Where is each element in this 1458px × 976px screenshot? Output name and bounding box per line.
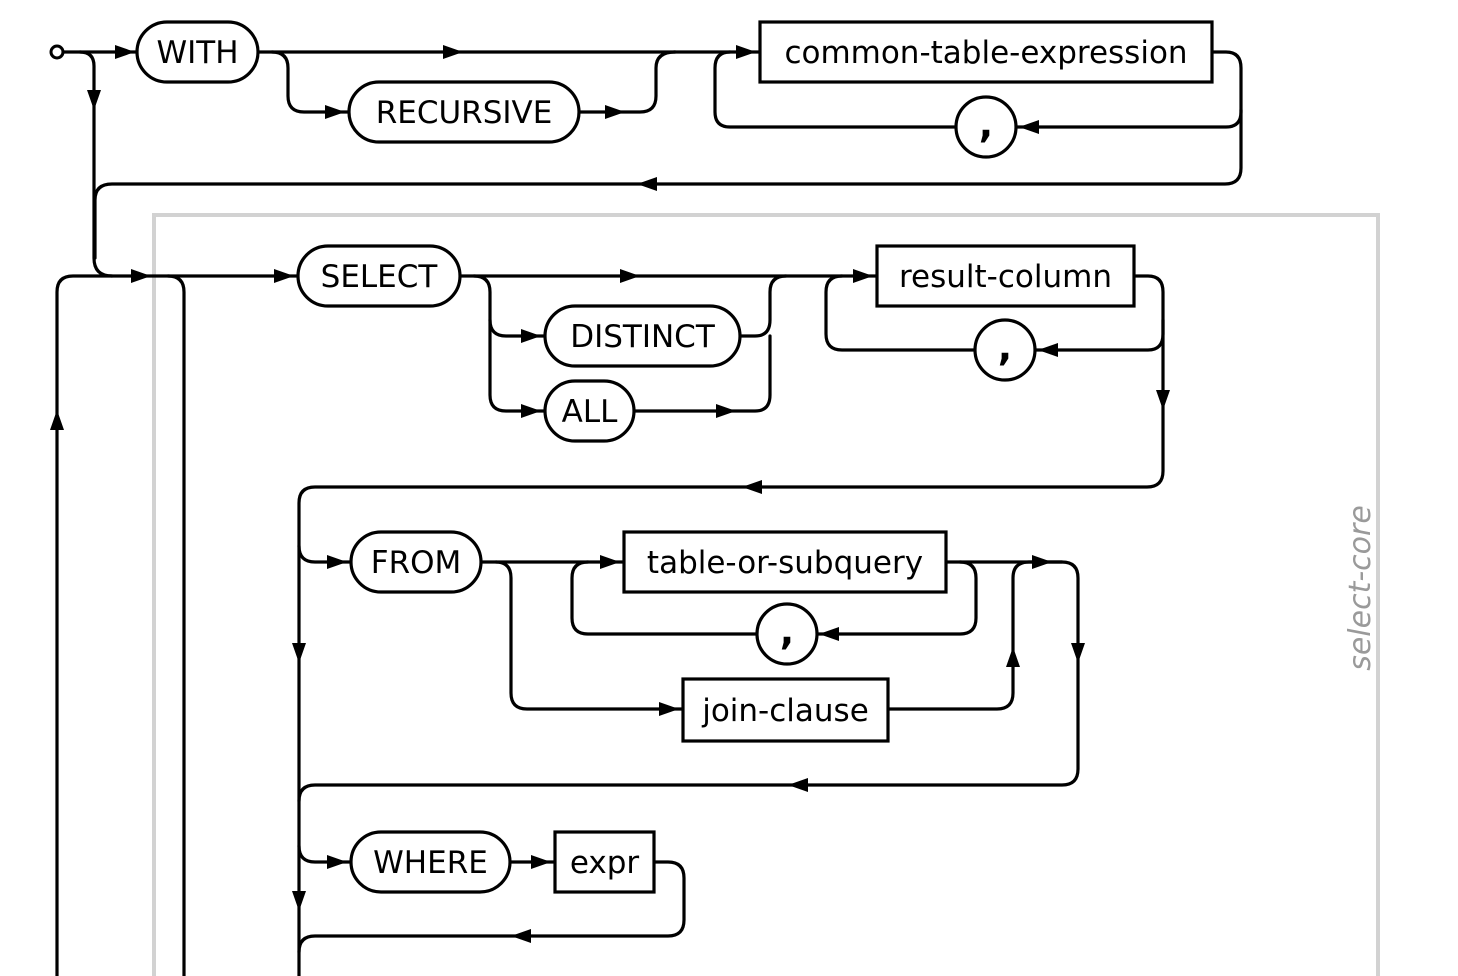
svg-text:,: , [979,102,993,146]
svg-text:DISTINCT: DISTINCT [570,319,716,355]
svg-text:join-clause: join-clause [701,693,869,729]
svg-text:WHERE: WHERE [373,845,488,881]
keyword-from: FROM [349,530,483,594]
svg-text:RECURSIVE: RECURSIVE [376,95,553,131]
svg-text:common-table-expression: common-table-expression [784,35,1187,71]
node-join-clause: join-clause [681,677,890,743]
connector-lines [49,44,1243,976]
svg-text:ALL: ALL [562,394,618,430]
node-common-table-expression: common-table-expression [758,20,1214,84]
svg-text:FROM: FROM [371,545,462,581]
select-core-group-label: select-core [1343,505,1378,671]
svg-text:table-or-subquery: table-or-subquery [647,545,923,581]
svg-text:result-column: result-column [899,259,1112,295]
keyword-with: WITH [135,20,260,84]
svg-text:SELECT: SELECT [321,259,439,295]
select-core-group-box [152,213,1380,976]
arrowheads [50,45,1170,943]
svg-text:,: , [998,325,1012,369]
node-expr: expr [553,830,656,894]
comma-separator-table: , [755,602,819,666]
svg-text:WITH: WITH [156,35,238,71]
keyword-recursive: RECURSIVE [347,80,581,144]
keyword-all: ALL [543,379,636,443]
node-result-column: result-column [875,244,1136,308]
keyword-select: SELECT [296,244,462,308]
keyword-distinct: DISTINCT [543,304,742,368]
comma-separator-result-column: , [973,318,1037,382]
svg-text:,: , [780,609,794,653]
comma-separator-cte: , [954,95,1018,159]
keyword-where: WHERE [349,830,512,894]
start-marker [49,44,65,60]
node-table-or-subquery: table-or-subquery [622,530,948,594]
svg-text:expr: expr [570,845,640,881]
